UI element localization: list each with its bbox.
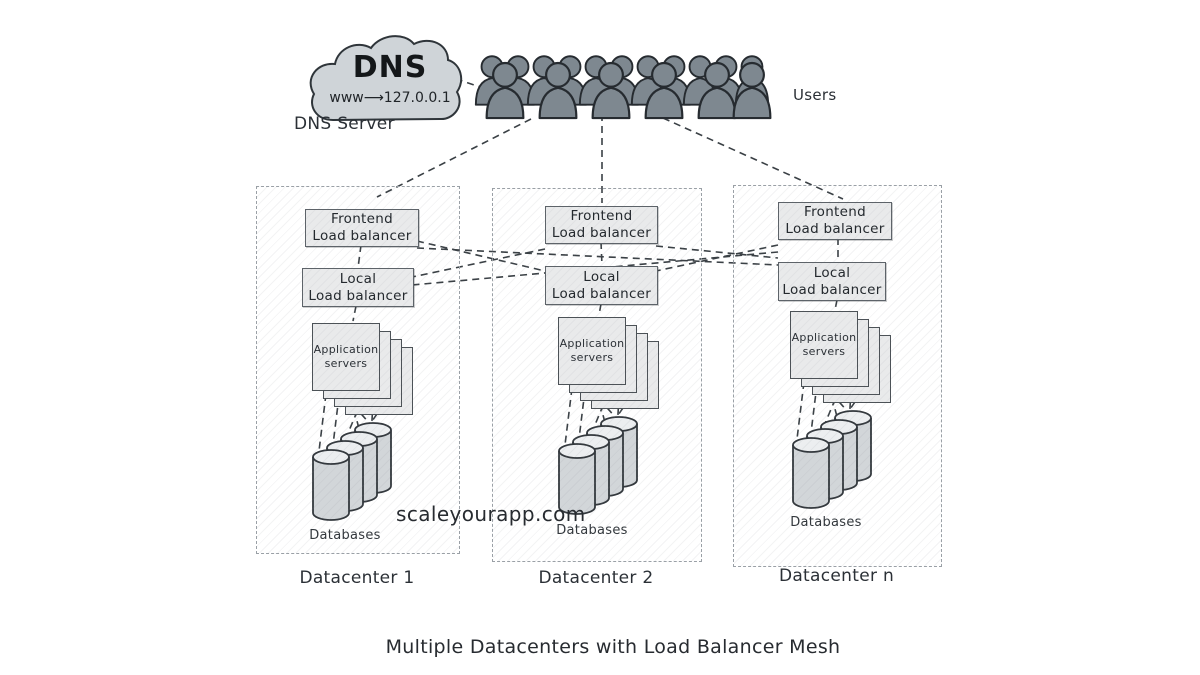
datacenter-2-name: Datacenter 2 [538, 568, 654, 588]
databases-label-dcn: Databases [790, 515, 862, 530]
local-load-balancer-dcn: Local Load balancer [778, 262, 886, 301]
databases-label-dc2: Databases [556, 523, 628, 538]
local-load-balancer-dc1: Local Load balancer [302, 268, 414, 307]
local-lb-to-app-links [352, 299, 838, 322]
users-crowd-icon [474, 55, 772, 120]
dns-cloud-label: DNS [352, 50, 428, 85]
diagram-title: Multiple Datacenters with Load Balancer … [385, 636, 841, 658]
dns-server-caption: DNS Server [294, 114, 395, 134]
datacenter-n-name: Datacenter n [778, 566, 895, 586]
application-servers-dc2: Application servers [558, 317, 626, 385]
dns-record-text: www⟶127.0.0.1 [329, 90, 451, 106]
databases-label-dc1: Databases [309, 528, 381, 543]
application-servers-dc1: Application servers [312, 323, 380, 391]
dns-cloud-icon [309, 35, 463, 122]
frontend-load-balancer-dcn: Frontend Load balancer [778, 202, 892, 240]
users-label: Users [793, 86, 837, 104]
watermark: scaleyourapp.com [396, 502, 586, 526]
datacenter-1-name: Datacenter 1 [299, 568, 415, 588]
local-load-balancer-dc2: Local Load balancer [545, 266, 658, 305]
application-servers-dcn: Application servers [790, 311, 858, 379]
frontend-load-balancer-dc2: Frontend Load balancer [545, 206, 658, 244]
frontend-load-balancer-dc1: Frontend Load balancer [305, 209, 419, 247]
load-balancer-mesh-links [357, 238, 839, 286]
